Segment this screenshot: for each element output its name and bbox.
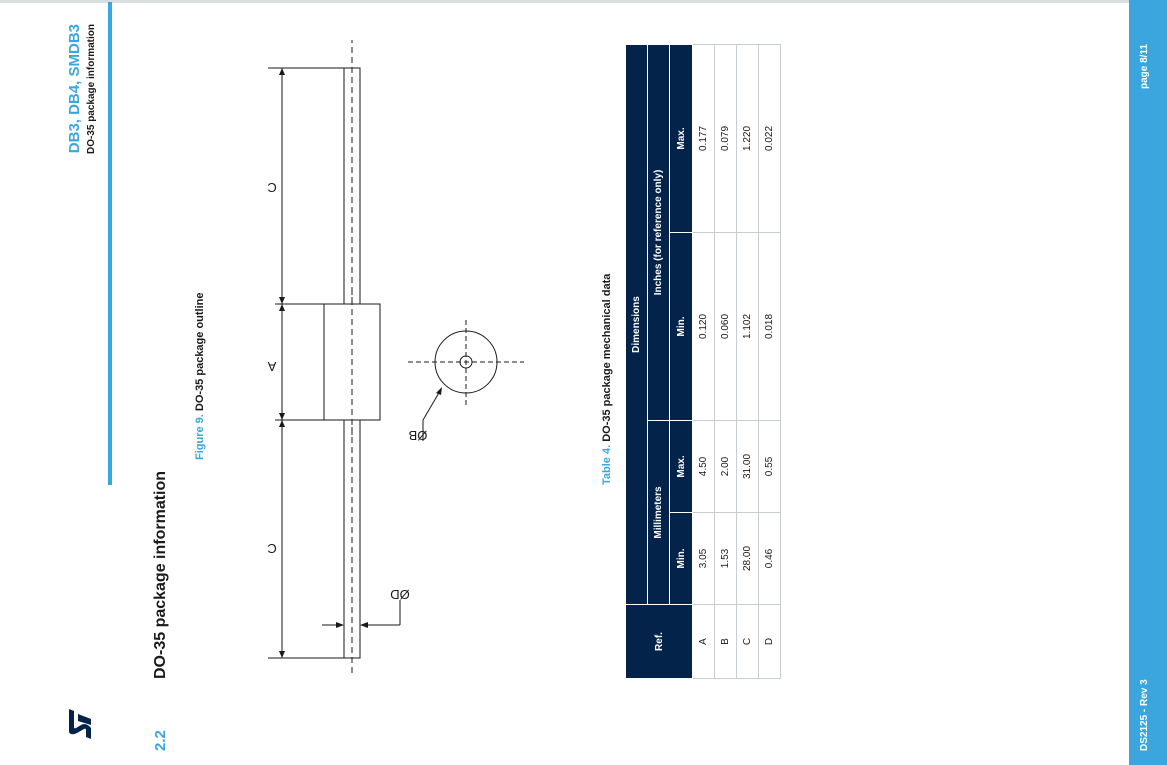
dim-label-b: ØB bbox=[409, 428, 428, 443]
header-mm-max: Max. bbox=[669, 420, 693, 513]
header-ref: Ref. bbox=[625, 604, 693, 679]
cell-mm-max: 2.00 bbox=[714, 420, 737, 513]
header-dimensions: Dimensions bbox=[625, 44, 648, 605]
header-inches: Inches (for reference only) bbox=[647, 44, 670, 421]
cell-in-max: 1.220 bbox=[736, 44, 759, 233]
cell-ref: B bbox=[714, 604, 737, 679]
footer-band: DS2125 - Rev 3 page 8/11 bbox=[1129, 0, 1167, 765]
cell-mm-max: 31.00 bbox=[736, 420, 759, 513]
dim-label-a: A bbox=[267, 359, 276, 374]
table-caption: Table 4. DO-35 package mechanical data bbox=[601, 274, 613, 485]
footer-doc-ref: DS2125 - Rev 3 bbox=[1139, 679, 1150, 751]
cell-mm-min: 0.46 bbox=[758, 512, 781, 605]
cell-mm-max: 0.55 bbox=[758, 420, 781, 513]
cell-ref: A bbox=[692, 604, 715, 679]
st-logo-icon bbox=[69, 709, 91, 739]
cell-in-min: 0.120 bbox=[692, 232, 715, 421]
top-rule bbox=[0, 0, 1167, 3]
footer-page-number: page 8/11 bbox=[1139, 44, 1150, 90]
header-mm-min: Min. bbox=[669, 512, 693, 605]
cell-mm-min: 3.05 bbox=[692, 512, 715, 605]
package-outline-drawing: C A C ØD ØB bbox=[267, 40, 524, 673]
header-in-min: Min. bbox=[669, 232, 693, 421]
cell-mm-min: 1.53 bbox=[714, 512, 737, 605]
cell-mm-max: 4.50 bbox=[692, 420, 715, 513]
table-label: Table 4. bbox=[601, 444, 613, 485]
cell-ref: D bbox=[758, 604, 781, 679]
dim-label-c-right: C bbox=[267, 180, 276, 195]
header-millimeters: Millimeters bbox=[647, 420, 670, 605]
cell-in-max: 0.177 bbox=[692, 44, 715, 233]
cell-in-min: 0.018 bbox=[758, 232, 781, 421]
cell-in-min: 1.102 bbox=[736, 232, 759, 421]
table-caption-text: DO-35 package mechanical data bbox=[601, 273, 613, 442]
cell-ref: C bbox=[736, 604, 759, 679]
cell-in-max: 0.079 bbox=[714, 44, 737, 233]
cell-mm-min: 28.00 bbox=[736, 512, 759, 605]
mechanical-data-table: Ref. Dimensions Millimeters Inches (for … bbox=[625, 44, 781, 679]
cell-in-min: 0.060 bbox=[714, 232, 737, 421]
document-page: DB3, DB4, SMDB3 DO-35 package informatio… bbox=[66, 2, 781, 751]
table-row: D 0.46 0.55 0.018 0.022 bbox=[758, 44, 781, 679]
header-in-max: Max. bbox=[669, 44, 693, 233]
cell-in-max: 0.022 bbox=[758, 44, 781, 233]
table-row: A 3.05 4.50 0.120 0.177 bbox=[692, 44, 715, 679]
dim-label-c-left: C bbox=[267, 541, 276, 556]
table-row: C 28.00 31.00 1.102 1.220 bbox=[736, 44, 759, 679]
table-row: B 1.53 2.00 0.060 0.079 bbox=[714, 44, 737, 679]
dim-label-d: ØD bbox=[390, 587, 410, 602]
